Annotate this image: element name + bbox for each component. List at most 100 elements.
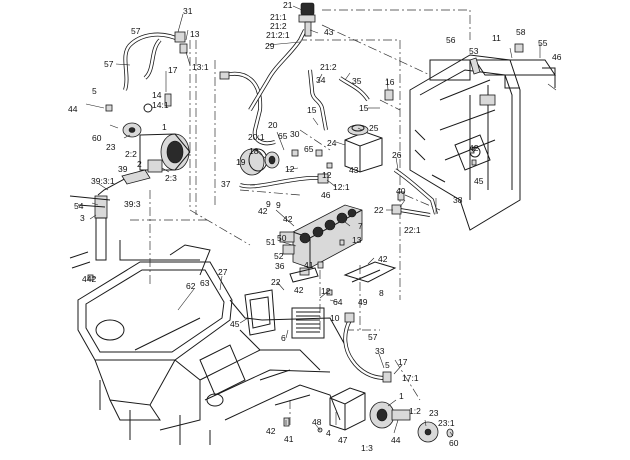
hose-57-top: [123, 31, 188, 91]
guide-lines: [130, 9, 471, 425]
callout-2: 2: [137, 159, 142, 169]
right-frame-tower: [409, 54, 521, 231]
callout-7: 7: [358, 221, 363, 231]
callout-2-2: 2:2: [125, 149, 137, 159]
callout-57-c: 57: [368, 332, 378, 342]
callout-54: 54: [74, 201, 84, 211]
callout-65-b: 65: [304, 144, 314, 154]
callout-65: 65: [278, 131, 288, 141]
callout-17-1: 17:1: [402, 373, 419, 383]
callout-8: 8: [379, 288, 384, 298]
callout-23: 23: [106, 142, 116, 152]
callout-15: 15: [307, 105, 317, 115]
oil-cooler-10: [289, 267, 325, 339]
callout-25: 25: [369, 123, 379, 133]
callout-49: 49: [358, 297, 368, 307]
plate-8: [343, 261, 397, 283]
callout-12: 12: [285, 164, 295, 174]
callout-44: 44: [68, 104, 78, 114]
callout-23-1: 23:1: [438, 418, 455, 428]
valve-block-7: [279, 204, 363, 276]
callout-1-3: 1:3: [361, 443, 373, 453]
callout-22-1: 22:1: [404, 225, 421, 235]
callout-23-b: 23: [429, 408, 439, 418]
callout-442: 442: [82, 274, 96, 284]
callout-22-b: 22: [271, 277, 281, 287]
callout-39-3-1: 39:3:1: [91, 176, 115, 186]
callout-51: 51: [266, 237, 276, 247]
callout-56: 56: [446, 35, 456, 45]
callout-13-b: 13: [352, 235, 362, 245]
callout-42-f: 42: [266, 426, 276, 436]
callout-labels: 21 21:1 21:2 21:2:1 43 29 31 13 57 57 13…: [68, 0, 562, 453]
callout-40: 40: [396, 186, 406, 196]
callout-43: 43: [324, 27, 334, 37]
callout-48: 48: [312, 417, 322, 427]
callout-37: 37: [221, 179, 231, 189]
callout-57: 57: [131, 26, 141, 36]
callout-2-3: 2:3: [165, 173, 177, 183]
callout-20-1: 20:1: [248, 132, 265, 142]
callout-22: 22: [374, 205, 384, 215]
callout-15-b: 15: [359, 103, 369, 113]
callout-6: 6: [281, 333, 286, 343]
hoses-upper: [219, 2, 394, 146]
callout-24: 24: [327, 138, 337, 148]
callout-44-b: 44: [391, 435, 401, 445]
callout-36: 36: [275, 261, 285, 271]
callout-50: 50: [277, 233, 287, 243]
hose-57-lower: [343, 312, 392, 383]
callout-3: 3: [80, 213, 85, 223]
callout-41: 41: [304, 260, 314, 270]
callout-45: 45: [474, 176, 484, 186]
callout-12-1: 12:1: [333, 182, 350, 192]
callout-20: 20: [268, 120, 278, 130]
callout-18: 18: [249, 146, 259, 156]
bracket-11: [469, 43, 557, 91]
callout-42-c: 42: [258, 206, 268, 216]
callout-58: 58: [516, 27, 526, 37]
callout-21: 21: [283, 0, 293, 10]
callout-63: 63: [200, 278, 210, 288]
callout-34: 34: [316, 75, 326, 85]
callout-5-b: 5: [385, 360, 390, 370]
callout-33: 33: [375, 346, 385, 356]
callout-53: 53: [469, 46, 479, 56]
callout-38: 38: [453, 195, 463, 205]
callout-43-b: 43: [349, 165, 359, 175]
callout-12-b: 12: [322, 170, 332, 180]
callout-21-1: 21:1: [270, 12, 287, 22]
callout-17-b: 17: [398, 357, 408, 367]
callout-16: 16: [385, 77, 395, 87]
hose-38: [391, 168, 438, 217]
callout-1-2: 1:2: [409, 406, 421, 416]
callout-11: 11: [492, 33, 501, 43]
callout-21-2-1: 21:2:1: [266, 30, 290, 40]
callout-1-b: 1: [399, 391, 404, 401]
reservoir-24: [344, 124, 383, 173]
callout-9: 9: [276, 200, 281, 210]
column-3: [69, 169, 151, 269]
callout-39-3: 39:3: [124, 199, 141, 209]
callout-57-b: 57: [104, 59, 114, 69]
callout-13-1: 13:1: [192, 62, 209, 72]
callout-35: 35: [352, 76, 362, 86]
callout-46: 46: [552, 52, 562, 62]
callout-30: 30: [290, 129, 300, 139]
callout-42: 42: [469, 143, 479, 153]
callout-41-b: 41: [284, 434, 294, 444]
callout-14: 14: [152, 90, 162, 100]
callout-27: 27: [218, 267, 228, 277]
callout-42-b: 42: [283, 214, 293, 224]
callout-10: 10: [330, 313, 340, 323]
callout-9-b: 9: [266, 199, 271, 209]
callout-60: 60: [92, 133, 102, 143]
callout-60-b: 60: [449, 438, 459, 448]
callout-17: 17: [168, 65, 178, 75]
callout-64: 64: [333, 297, 343, 307]
callout-1: 1: [162, 122, 167, 132]
callout-46-b: 46: [321, 190, 331, 200]
bracket-45: [244, 289, 276, 336]
